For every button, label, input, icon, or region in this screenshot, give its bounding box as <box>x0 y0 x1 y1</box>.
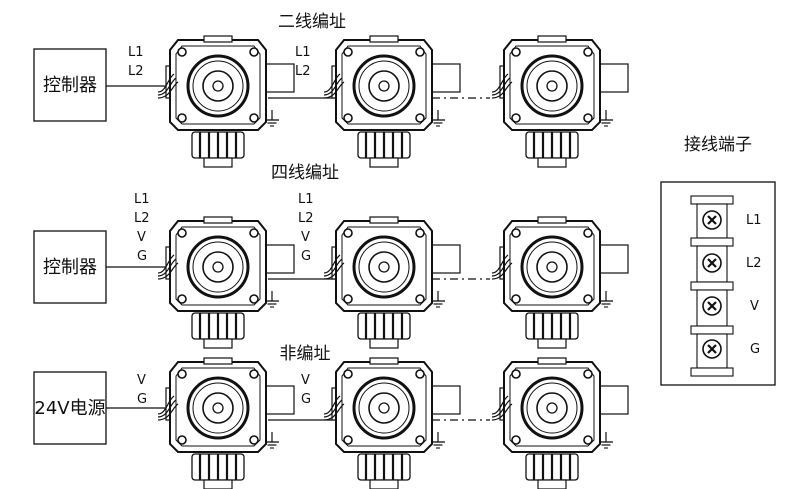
wire-label: G <box>137 249 147 264</box>
terminal-divider <box>690 195 734 205</box>
terminal-screw-icon <box>701 209 723 231</box>
terminal-block-panel: 接线端子 L1 L2 V G <box>660 135 776 386</box>
power-supply-box <box>33 371 107 445</box>
gas-detector <box>322 34 462 169</box>
ground-symbol <box>430 431 446 449</box>
terminal-screw-icon <box>701 295 723 317</box>
terminal-label: G <box>750 342 760 357</box>
terminal-title: 接线端子 <box>684 135 752 155</box>
wire-label: V <box>301 373 310 388</box>
wire-label: L2 <box>134 211 150 226</box>
wire-label: G <box>301 249 311 264</box>
wire-label: L1 <box>134 192 150 207</box>
wire-label: V <box>301 230 310 245</box>
section-non-addressed: 非编址 24V电源 V G V G <box>33 344 630 489</box>
ground-symbol <box>598 290 614 308</box>
wire-label: L2 <box>295 64 311 79</box>
wire-label: L2 <box>128 64 144 79</box>
wire-label: L1 <box>128 45 144 60</box>
source-label: 控制器 <box>43 75 97 96</box>
terminal-screw-icon <box>701 338 723 360</box>
section-title: 非编址 <box>280 344 331 364</box>
section-four-wire: 四线编址 控制器 L1 L2 V G L1 L2 V G <box>33 163 630 350</box>
wire-label: V <box>137 373 146 388</box>
gas-detector <box>156 215 296 350</box>
gas-detector <box>490 356 630 489</box>
ground-symbol <box>430 109 446 127</box>
source-label: 24V电源 <box>34 398 105 419</box>
gas-detector <box>156 34 296 169</box>
controller-box <box>33 48 107 122</box>
section-title: 二线编址 <box>278 12 346 32</box>
wire-label: G <box>137 392 147 407</box>
terminal-label: V <box>750 299 759 314</box>
ground-symbol <box>598 431 614 449</box>
ground-symbol <box>264 109 280 127</box>
gas-detector <box>490 215 630 350</box>
gas-detector <box>156 356 296 489</box>
terminal-divider <box>690 281 734 291</box>
section-title: 四线编址 <box>271 163 339 183</box>
ground-symbol <box>264 431 280 449</box>
wire-label: L1 <box>298 192 314 207</box>
wire-label: G <box>301 392 311 407</box>
terminal-label: L1 <box>746 213 762 228</box>
wire-label: L2 <box>298 211 314 226</box>
section-two-wire: 二线编址 控制器 L1 L2 L1 L2 <box>33 12 630 169</box>
ground-symbol <box>598 109 614 127</box>
terminal-divider <box>690 367 734 377</box>
terminal-screw-icon <box>701 252 723 274</box>
ground-symbol <box>430 290 446 308</box>
terminal-divider <box>690 237 734 247</box>
gas-detector <box>322 215 462 350</box>
terminal-divider <box>690 325 734 335</box>
source-label: 控制器 <box>43 257 97 278</box>
gas-detector <box>490 34 630 169</box>
wire-label: L1 <box>295 45 311 60</box>
ground-symbol <box>264 290 280 308</box>
terminal-label: L2 <box>746 256 762 271</box>
wire-label: V <box>137 230 146 245</box>
gas-detector <box>322 356 462 489</box>
